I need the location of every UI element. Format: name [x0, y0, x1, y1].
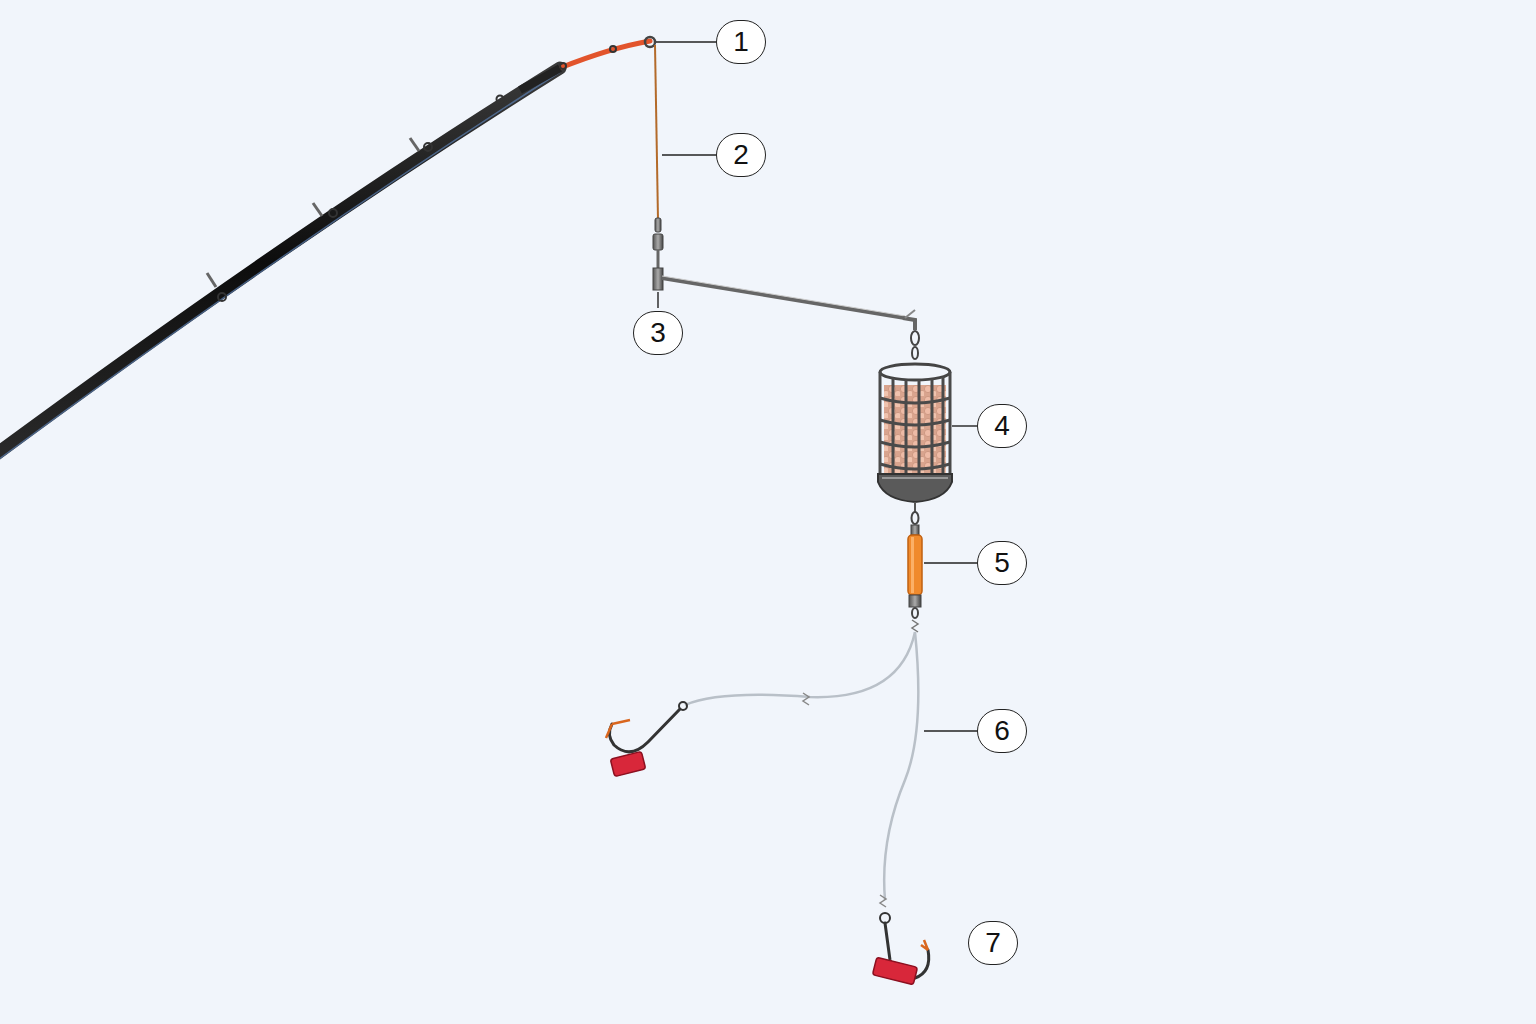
hook-link [685, 632, 915, 705]
main-line [655, 45, 658, 220]
leader-lines [656, 42, 977, 731]
callout-number: 5 [977, 541, 1027, 585]
callout-number: 3 [633, 311, 683, 355]
feeder-weight [878, 474, 952, 502]
bait [872, 957, 917, 985]
callout-number: 7 [968, 921, 1018, 965]
bait [610, 751, 645, 776]
callout-number: 2 [716, 133, 766, 177]
anti-tangle-boom [662, 278, 905, 318]
quiver-tip [560, 41, 650, 68]
hook [609, 709, 680, 752]
callout-number: 1 [716, 20, 766, 64]
shock-tube [908, 535, 922, 595]
callout-number: 4 [977, 404, 1027, 448]
hook-link [884, 632, 918, 900]
callout-number: 6 [977, 709, 1027, 753]
